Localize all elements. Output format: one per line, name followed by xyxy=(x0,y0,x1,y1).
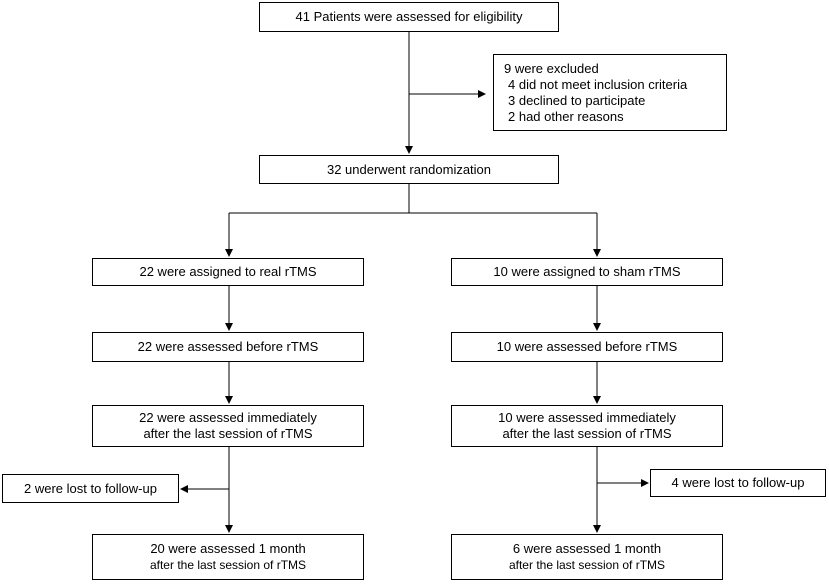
sham-assigned-text: 10 were assigned to sham rTMS xyxy=(493,264,681,279)
sham-month-line1: 6 were assessed 1 month xyxy=(512,541,662,556)
real-month-line2: after the last session of rTMS xyxy=(149,558,307,572)
excluded-reason: 3 declined to participate xyxy=(508,92,646,108)
eligibility-box: 41 Patients were assessed for eligibilit… xyxy=(259,2,559,32)
sham-month-line2: after the last session of rTMS xyxy=(508,558,666,572)
real-before-text: 22 were assessed before rTMS xyxy=(137,339,319,354)
real-month-box: 20 were assessed 1 month after the last … xyxy=(92,534,364,580)
real-immediately-line2: after the last session of rTMS xyxy=(143,426,313,441)
sham-before-box: 10 were assessed before rTMS xyxy=(451,332,723,362)
sham-immediately-line2: after the last session of rTMS xyxy=(502,426,672,441)
excluded-reason: 4 did not meet inclusion criteria xyxy=(508,76,688,92)
real-immediately-box: 22 were assessed immediately after the l… xyxy=(92,405,364,447)
randomization-box: 32 underwent randomization xyxy=(259,155,559,184)
sham-immediately-line1: 10 were assessed immediately xyxy=(498,410,676,425)
excluded-reason: 2 had other reasons xyxy=(508,108,624,124)
sham-before-text: 10 were assessed before rTMS xyxy=(496,339,678,354)
sham-immediately-box: 10 were assessed immediately after the l… xyxy=(451,405,723,447)
real-assigned-text: 22 were assigned to real rTMS xyxy=(139,264,317,279)
sham-lost-text: 4 were lost to follow-up xyxy=(671,475,805,490)
eligibility-text: 41 Patients were assessed for eligibilit… xyxy=(295,9,523,24)
real-before-box: 22 were assessed before rTMS xyxy=(92,332,364,362)
randomization-text: 32 underwent randomization xyxy=(326,161,492,177)
real-immediately-line1: 22 were assessed immediately xyxy=(139,410,317,425)
sham-lost-box: 4 were lost to follow-up xyxy=(650,469,826,497)
real-lost-box: 2 were lost to follow-up xyxy=(2,474,179,503)
real-month-line1: 20 were assessed 1 month xyxy=(150,541,306,556)
sham-month-box: 6 were assessed 1 month after the last s… xyxy=(451,534,723,580)
excluded-title: 9 were excluded xyxy=(504,60,599,76)
excluded-box: 9 were excluded 4 did not meet inclusion… xyxy=(493,54,727,131)
real-assigned-box: 22 were assigned to real rTMS xyxy=(92,258,364,286)
real-lost-text: 2 were lost to follow-up xyxy=(24,480,157,496)
sham-assigned-box: 10 were assigned to sham rTMS xyxy=(451,258,723,286)
